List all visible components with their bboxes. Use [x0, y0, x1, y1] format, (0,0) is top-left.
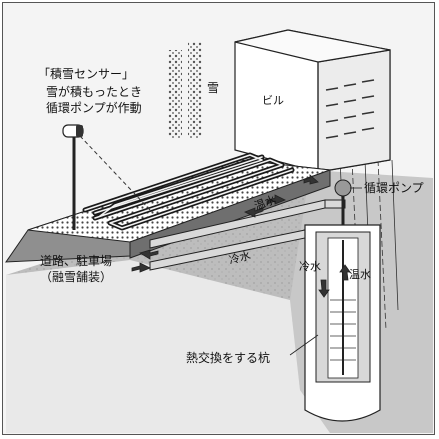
- cold-water-well-label: 冷水: [299, 260, 321, 273]
- pile-leader: [289, 334, 319, 356]
- cold-water-top-label: 冷水: [228, 249, 252, 267]
- sensor-desc-line1: 雪が積もったとき: [46, 84, 142, 99]
- heating-pipe-coil-highlight: [84, 154, 293, 229]
- falling-snow: [168, 42, 202, 138]
- heat-exchange-pile: [304, 224, 381, 422]
- sensor-title-label: 「積雪センサー」: [38, 66, 134, 81]
- heat-exchange-pile-label: 熱交換をする杭: [186, 350, 270, 365]
- warm-water-well-label: 温水: [349, 268, 371, 281]
- building-label: ビル: [262, 94, 284, 107]
- road-label-line1: 道路、駐車場: [40, 253, 112, 268]
- snow-label: 雪: [207, 81, 219, 95]
- snow-sensor: [62, 124, 151, 230]
- sensor-desc-line2: 循環ポンプが作動: [46, 100, 142, 115]
- building: [234, 29, 391, 173]
- ground-front-face: [6, 260, 330, 433]
- road-label-line2: （融雪舗装）: [40, 270, 112, 284]
- flow-arrows: [131, 174, 351, 298]
- pump-label: 循環ポンプ: [364, 181, 424, 195]
